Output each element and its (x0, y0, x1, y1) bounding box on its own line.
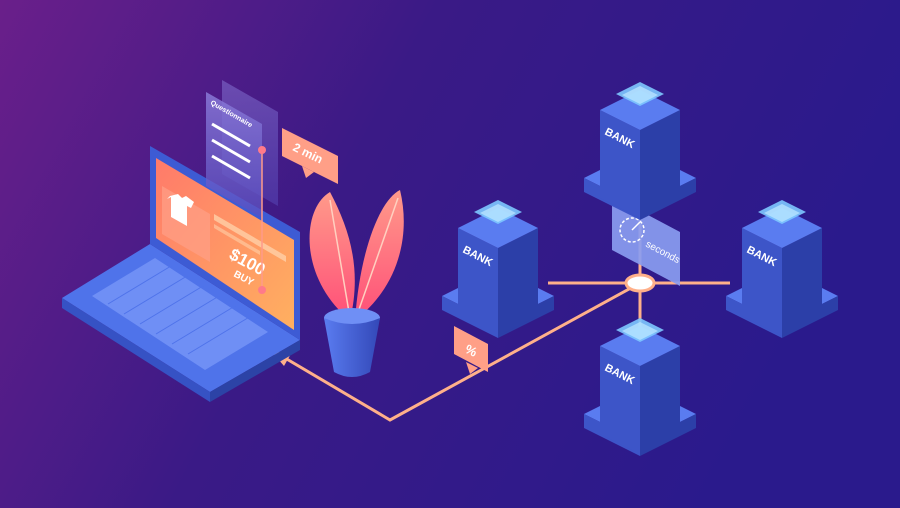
stopwatch-icon (619, 217, 645, 243)
bank-building: BANK (726, 200, 838, 338)
keyboard-keys (107, 265, 252, 355)
tshirt-icon (167, 194, 194, 226)
percent-badge: % (454, 326, 488, 374)
banks: BANK BANK BANK BANK (442, 82, 838, 456)
bank-building: BANK (442, 200, 554, 338)
questionnaire-panel: Questionnaire (206, 80, 278, 294)
plant-icon (309, 190, 404, 377)
form-scroll-handle (258, 146, 266, 154)
hub-node (624, 273, 656, 293)
hub-badge: seconds (612, 196, 682, 286)
form-scroll-end (258, 286, 266, 294)
bank-building: BANK (584, 82, 696, 220)
bank-building: BANK (584, 318, 696, 456)
form-lines (211, 122, 251, 180)
laptop-keyboard (92, 258, 268, 370)
